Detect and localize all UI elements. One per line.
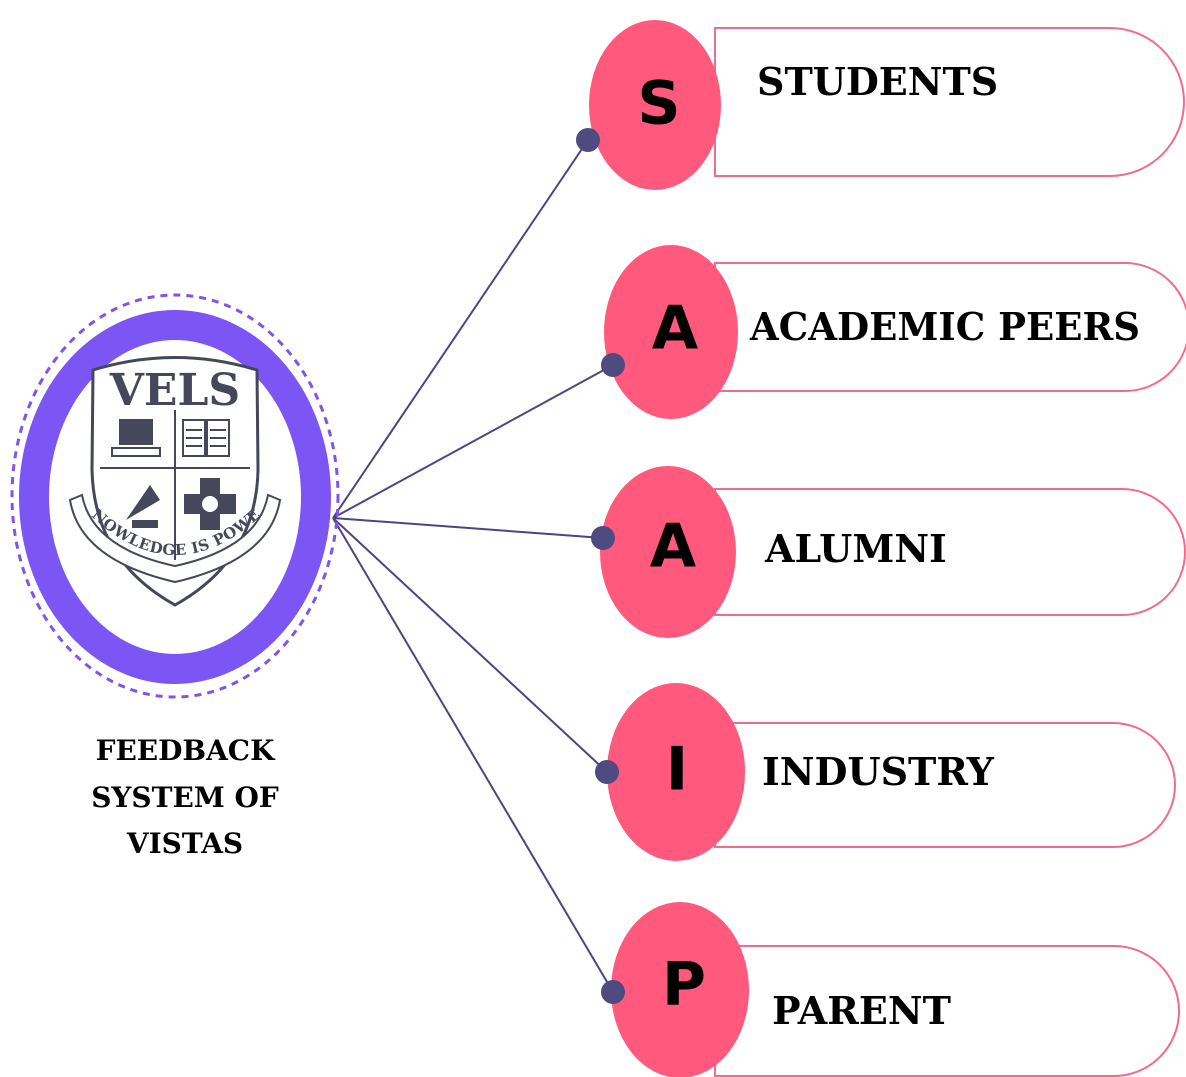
letter-circle-academic-peers: [604, 245, 738, 419]
pill-outline-students: [714, 27, 1185, 177]
connector-academic-peers: [332, 364, 614, 519]
letter-industry: I: [666, 735, 688, 805]
letter-circle-alumni: [600, 466, 736, 638]
pill-outline-industry: [714, 722, 1176, 848]
letter-circle-parent: [611, 902, 749, 1077]
caption-line-3: VISTAS: [126, 827, 243, 860]
connectors: [332, 139, 614, 993]
letter-circle-industry: [607, 683, 745, 861]
dot-academic-peers: [601, 353, 625, 377]
satellite-dish-icon: [126, 485, 160, 528]
dot-industry: [595, 760, 619, 784]
letter-alumni: A: [650, 512, 697, 582]
label-industry: INDUSTRY: [762, 749, 995, 794]
caption-line-2: SYSTEM OF: [91, 781, 279, 814]
connector-alumni: [332, 517, 604, 539]
label-parent: PARENT: [772, 988, 951, 1033]
pill-outline-alumni: [714, 488, 1186, 616]
crest-ribbon: [68, 493, 282, 584]
pill-outline-academic-peers: [714, 262, 1186, 392]
logo-dashed-ring: [10, 293, 340, 699]
label-academic-peers: ACADEMIC PEERS: [749, 304, 1140, 349]
pill-outline-parent: [714, 945, 1180, 1077]
vels-logo: VELS KNOWLEDGE IS POWER: [0, 0, 340, 699]
diagram-caption: FEEDBACK SYSTEM OF VISTAS: [91, 734, 279, 860]
book-icon: [182, 419, 230, 457]
dot-parent: [601, 980, 625, 1004]
dot-alumni: [591, 526, 615, 550]
letter-students: S: [637, 69, 680, 139]
crest-title: VELS: [109, 365, 240, 416]
letter-academic-peers: A: [652, 294, 699, 364]
stakeholder-pills: S A A I P STUDENTS ACADEMIC PEERS ALUMNI…: [589, 20, 1186, 1077]
computer-icon: [111, 419, 161, 457]
connector-dots: [576, 128, 625, 1004]
medical-cross-icon: [184, 478, 236, 530]
letter-circle-students: [589, 20, 721, 190]
dot-students: [576, 128, 600, 152]
connector-students: [332, 139, 589, 519]
connector-parent: [332, 517, 614, 993]
letter-parent: P: [662, 950, 706, 1020]
label-students: STUDENTS: [757, 59, 998, 104]
connector-industry: [332, 517, 608, 773]
caption-line-1: FEEDBACK: [96, 734, 277, 767]
label-alumni: ALUMNI: [764, 526, 947, 571]
